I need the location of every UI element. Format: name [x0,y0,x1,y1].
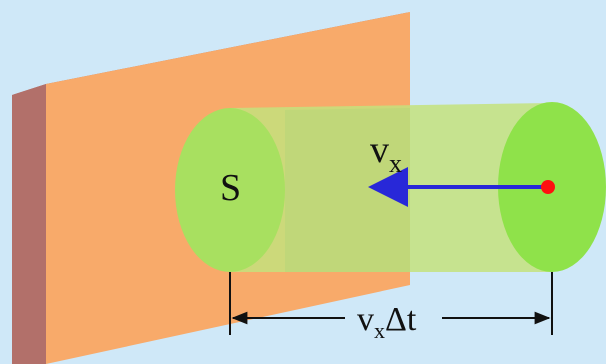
cylinder-overlap-body [285,108,410,272]
length-dimension: vxΔt [229,272,553,343]
length-symbol: v [357,301,374,338]
velocity-symbol: v [370,129,389,171]
area-label: S [220,167,241,209]
velocity-label: vx [370,129,402,178]
cylinder-far-end [175,108,285,272]
length-suffix: Δt [385,301,417,338]
wall-side-edge [12,84,46,364]
cylinder [175,102,606,272]
length-subscript: x [374,318,385,343]
particle [541,180,555,194]
velocity-subscript: x [389,149,402,178]
length-label: vxΔt [357,301,417,343]
